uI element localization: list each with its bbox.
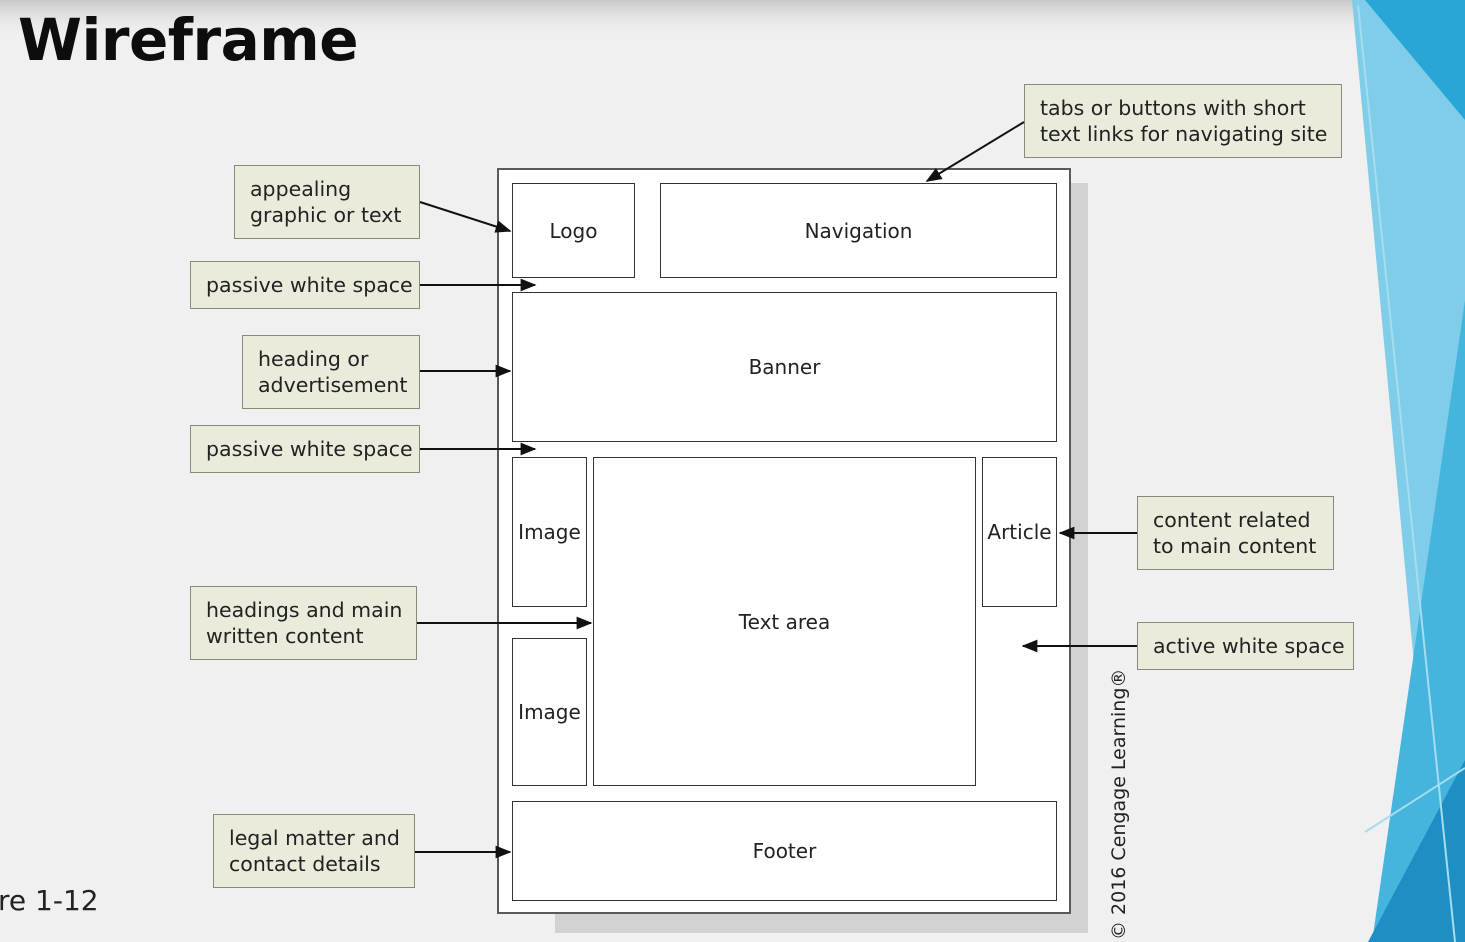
wireframe-banner-box: Banner [512, 292, 1057, 442]
callout-banner: heading or advertisement [242, 335, 420, 409]
wireframe-image-top-box: Image [512, 457, 587, 607]
callout-line: heading or [258, 347, 369, 371]
callout-line: appealing [250, 177, 352, 201]
callout-passive-white-space-middle: passive white space [190, 425, 420, 473]
slide-title: Wireframe [18, 6, 359, 74]
wireframe-article-box: Article [982, 457, 1057, 607]
arrow-logo [419, 201, 512, 233]
callout-line: contact details [229, 852, 381, 876]
callout-line: passive white space [206, 273, 413, 297]
copyright-credit: © 2016 Cengage Learning® [1108, 668, 1130, 940]
callout-line: tabs or buttons with short [1040, 96, 1306, 120]
callout-line: written content [206, 624, 364, 648]
callout-article: content related to main content [1137, 496, 1334, 570]
callout-line: content related [1153, 508, 1311, 532]
callout-text-area: headings and main written content [190, 586, 417, 660]
callout-line: to main content [1153, 534, 1317, 558]
wireframe-footer-box: Footer [512, 801, 1057, 901]
blue-panel-lower [1372, 300, 1465, 942]
callout-footer: legal matter and contact details [213, 814, 415, 888]
figure-label: re 1-12 [0, 884, 99, 917]
callout-line: legal matter and [229, 826, 400, 850]
callout-logo: appealing graphic or text [234, 165, 420, 239]
top-shading [0, 0, 1465, 40]
arrow-navigation [925, 121, 1025, 182]
wireframe-image-bottom-box: Image [512, 638, 587, 786]
callout-line: text links for navigating site [1040, 122, 1328, 146]
callout-line: active white space [1153, 634, 1345, 658]
callout-line: advertisement [258, 373, 408, 397]
callout-line: passive white space [206, 437, 413, 461]
wireframe-navigation-box: Navigation [660, 183, 1057, 278]
callout-navigation: tabs or buttons with short text links fo… [1024, 84, 1342, 158]
callout-active-white-space: active white space [1137, 622, 1354, 670]
callout-passive-white-space-top: passive white space [190, 261, 420, 309]
callout-line: headings and main [206, 598, 403, 622]
wireframe-text-area-box: Text area [593, 457, 976, 786]
wireframe-logo-box: Logo [512, 183, 635, 278]
blue-triangle-top [1365, 0, 1465, 120]
callout-line: graphic or text [250, 203, 402, 227]
decor-line [1364, 767, 1465, 833]
